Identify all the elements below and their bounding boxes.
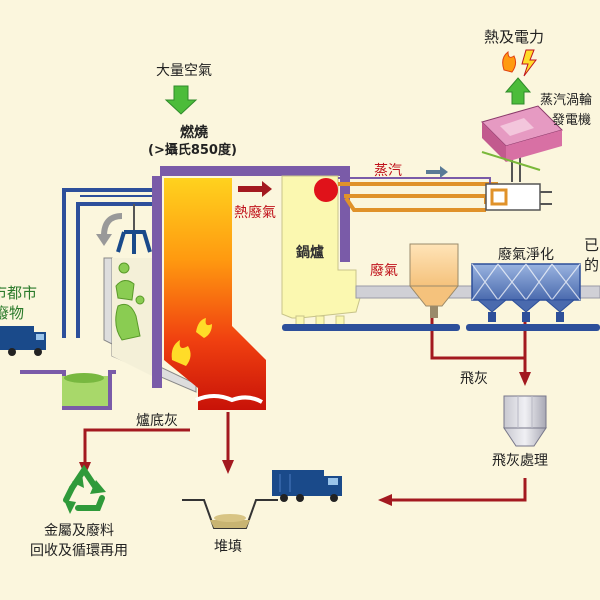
bag-filter xyxy=(408,243,460,318)
steam-drum xyxy=(314,178,338,202)
right-edge-label-2: 的 xyxy=(584,256,600,274)
steam-pipes-return xyxy=(338,177,491,196)
fly-ash-label: 飛灰 xyxy=(460,371,488,387)
boiler-label: 鍋爐 xyxy=(296,245,324,261)
hot-gas-arrow xyxy=(238,186,262,192)
fire-lightning-icon xyxy=(502,49,537,77)
gas-cleaning-unit xyxy=(471,263,581,322)
hot-gas-label: 熱廢氣 xyxy=(234,205,276,221)
grab-arrow-head xyxy=(96,234,112,246)
burn-label: 燃燒 xyxy=(180,125,208,141)
air-down-arrow xyxy=(164,85,198,115)
steam-label: 蒸汽 xyxy=(374,163,402,179)
right-edge-label-1: 已 xyxy=(584,236,600,254)
furnace-frame xyxy=(152,166,350,388)
landfill-label: 堆填 xyxy=(214,539,242,555)
power-up-arrow xyxy=(504,77,532,105)
msw-label-2: 廢物 xyxy=(0,304,25,322)
burn-temp-label: (>攝氏850度) xyxy=(148,143,237,158)
msw-label-1: 市都市 xyxy=(0,284,38,302)
boiler-conveyor xyxy=(282,324,460,331)
gas-clean-label: 廢氣淨化 xyxy=(498,247,554,263)
turbine-generator xyxy=(481,105,563,171)
bottom-ash-label: 爐底灰 xyxy=(136,413,178,429)
receiving-pit xyxy=(20,370,116,410)
steam-pipes xyxy=(338,182,498,212)
air-label: 大量空氣 xyxy=(156,63,212,79)
steam-arrow xyxy=(426,170,440,174)
cleaner-conveyor xyxy=(466,324,600,331)
turbine-label-1: 蒸汽渦輪 xyxy=(540,93,593,108)
truck-icon-left xyxy=(0,326,46,356)
landfill-pit xyxy=(182,499,278,529)
truck-icon-right xyxy=(272,470,342,502)
recycle-arrowheads xyxy=(64,474,106,514)
heat-exchanger xyxy=(485,148,552,211)
heat-power-label: 熱及電力 xyxy=(484,28,545,46)
flame-icon xyxy=(171,318,212,366)
metal-label-1: 金屬及廢料 xyxy=(44,523,114,539)
flow-arrowheads xyxy=(79,372,531,506)
grab-arrow xyxy=(101,213,123,237)
fly-ash-treat-label: 飛灰處理 xyxy=(492,453,548,469)
waste-bunker xyxy=(103,257,197,393)
crane-building xyxy=(62,188,158,338)
turbine-label-2: 發電機 xyxy=(552,113,592,128)
flue-gas-label: 廢氣 xyxy=(370,263,398,279)
fly-ash-silo xyxy=(503,395,547,447)
furnace-grate xyxy=(195,394,263,404)
crane-hoist xyxy=(116,204,152,254)
metal-label-2: 回收及循環再用 xyxy=(30,543,128,559)
